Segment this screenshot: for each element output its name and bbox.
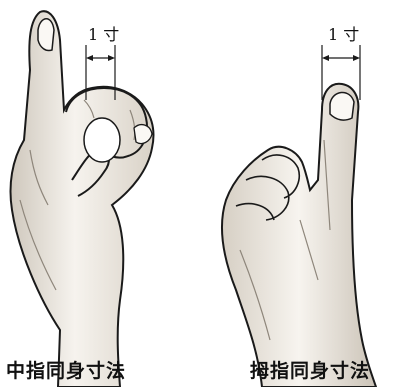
right-caption: 拇指同身寸法 <box>250 356 370 383</box>
left-ring-opening <box>84 118 120 162</box>
left-hand-illustration <box>11 11 154 387</box>
left-arrowhead-right <box>108 55 115 61</box>
right-arrowhead-left <box>322 55 329 61</box>
right-measure-label: 1 寸 <box>328 25 359 44</box>
right-thumb-nail <box>330 92 354 120</box>
left-measure-label: 1 寸 <box>88 25 119 44</box>
left-palm <box>11 11 154 387</box>
right-hand-illustration <box>222 84 376 387</box>
right-hand <box>222 84 376 387</box>
left-caption: 中指同身寸法 <box>6 356 126 383</box>
right-arrowhead-right <box>353 55 360 61</box>
left-arrowhead-left <box>86 55 93 61</box>
left-index-nail <box>38 19 54 51</box>
